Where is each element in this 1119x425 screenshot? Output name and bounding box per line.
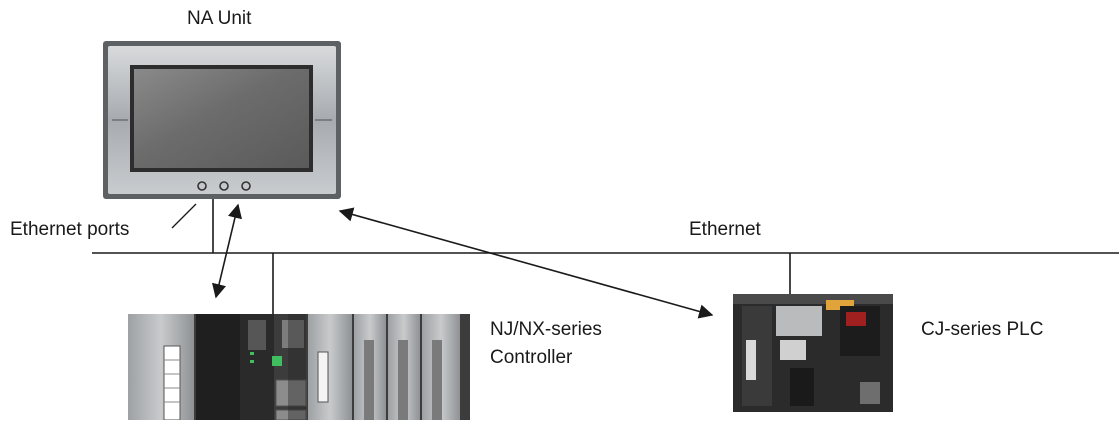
ethernet-ports-leader xyxy=(171,203,197,229)
function-key-1 xyxy=(197,181,207,191)
na-unit-panel xyxy=(103,41,341,199)
nj-nx-controller-label-line2: Controller xyxy=(490,347,573,368)
arrow-na-to-controller xyxy=(212,203,242,299)
nj-nx-controller xyxy=(128,314,470,421)
cj-plc-label: CJ-series PLC xyxy=(921,319,1044,340)
nj-nx-controller-label-line1: NJ/NX-series xyxy=(490,319,602,340)
function-key-3 xyxy=(241,181,251,191)
arrow-na-to-cj-plc xyxy=(338,207,714,319)
ethernet-ports-label: Ethernet ports xyxy=(10,219,130,240)
function-key-2 xyxy=(219,181,229,191)
na-unit-label: NA Unit xyxy=(187,8,252,29)
ethernet-label: Ethernet xyxy=(689,219,761,240)
cj-series-plc xyxy=(733,294,893,412)
